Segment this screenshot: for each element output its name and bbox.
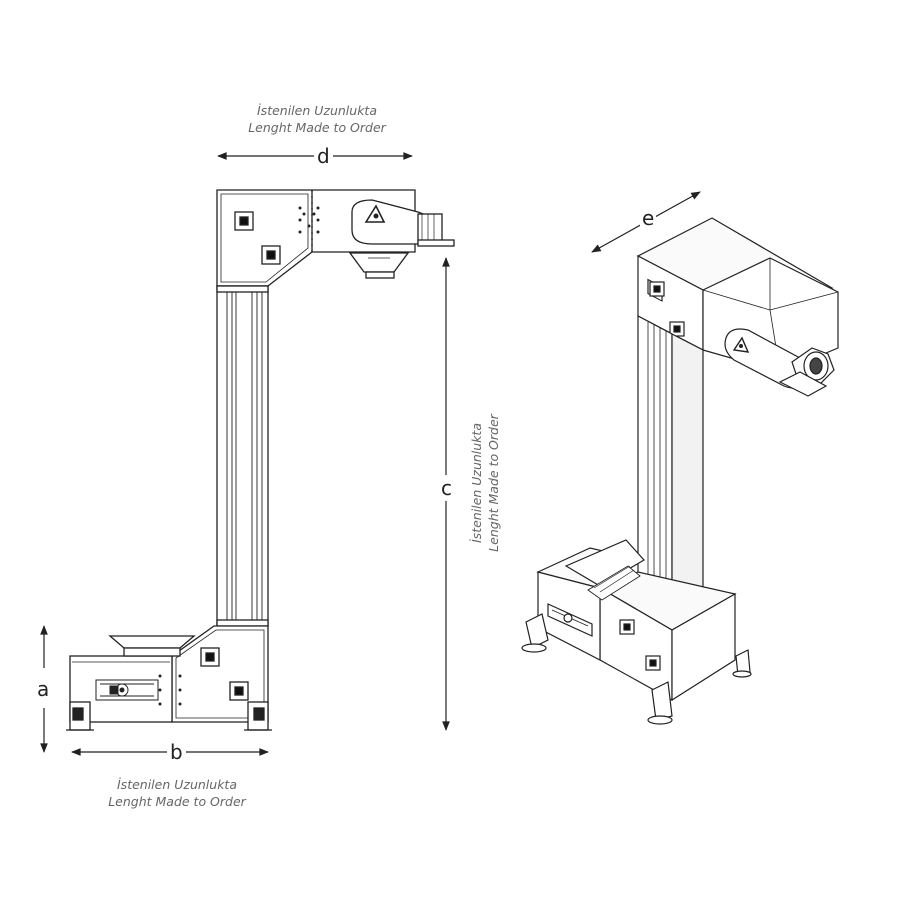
feed-hopper: [564, 539, 645, 587]
dim-label-c: c: [439, 475, 454, 501]
vertical-length-note: İstenilen Uzunlukta Lenght Made to Order: [468, 398, 502, 568]
vertical-note-line2: Lenght Made to Order: [486, 414, 501, 552]
discharge-chute: [348, 252, 410, 273]
vertical-note-line1: İstenilen Uzunlukta: [469, 423, 484, 543]
elevator-column: [216, 285, 269, 627]
foot: [651, 681, 673, 721]
feed-hopper: [108, 635, 196, 649]
dim-label-d: d: [314, 146, 333, 166]
dim-label-e: e: [640, 206, 657, 230]
foot: [525, 613, 549, 649]
bottom-note-line2: Lenght Made to Order: [108, 794, 246, 809]
elevator-column: [637, 315, 673, 613]
top-note-line1: İstenilen Uzunlukta: [257, 103, 377, 118]
bottom-length-note: İstenilen Uzunlukta Lenght Made to Order: [92, 776, 262, 810]
top-length-note: İstenilen Uzunlukta Lenght Made to Order: [232, 102, 402, 136]
motor-base: [417, 239, 455, 247]
dim-label-a: a: [37, 677, 50, 701]
motor-base: [778, 371, 828, 397]
bottom-note-line1: İstenilen Uzunlukta: [117, 777, 237, 792]
dim-label-b: b: [167, 742, 186, 762]
tensioner: [95, 679, 159, 701]
top-note-line2: Lenght Made to Order: [248, 120, 386, 135]
front-view: [66, 189, 455, 731]
isometric-view: [521, 217, 839, 725]
boot-side: [671, 592, 736, 702]
